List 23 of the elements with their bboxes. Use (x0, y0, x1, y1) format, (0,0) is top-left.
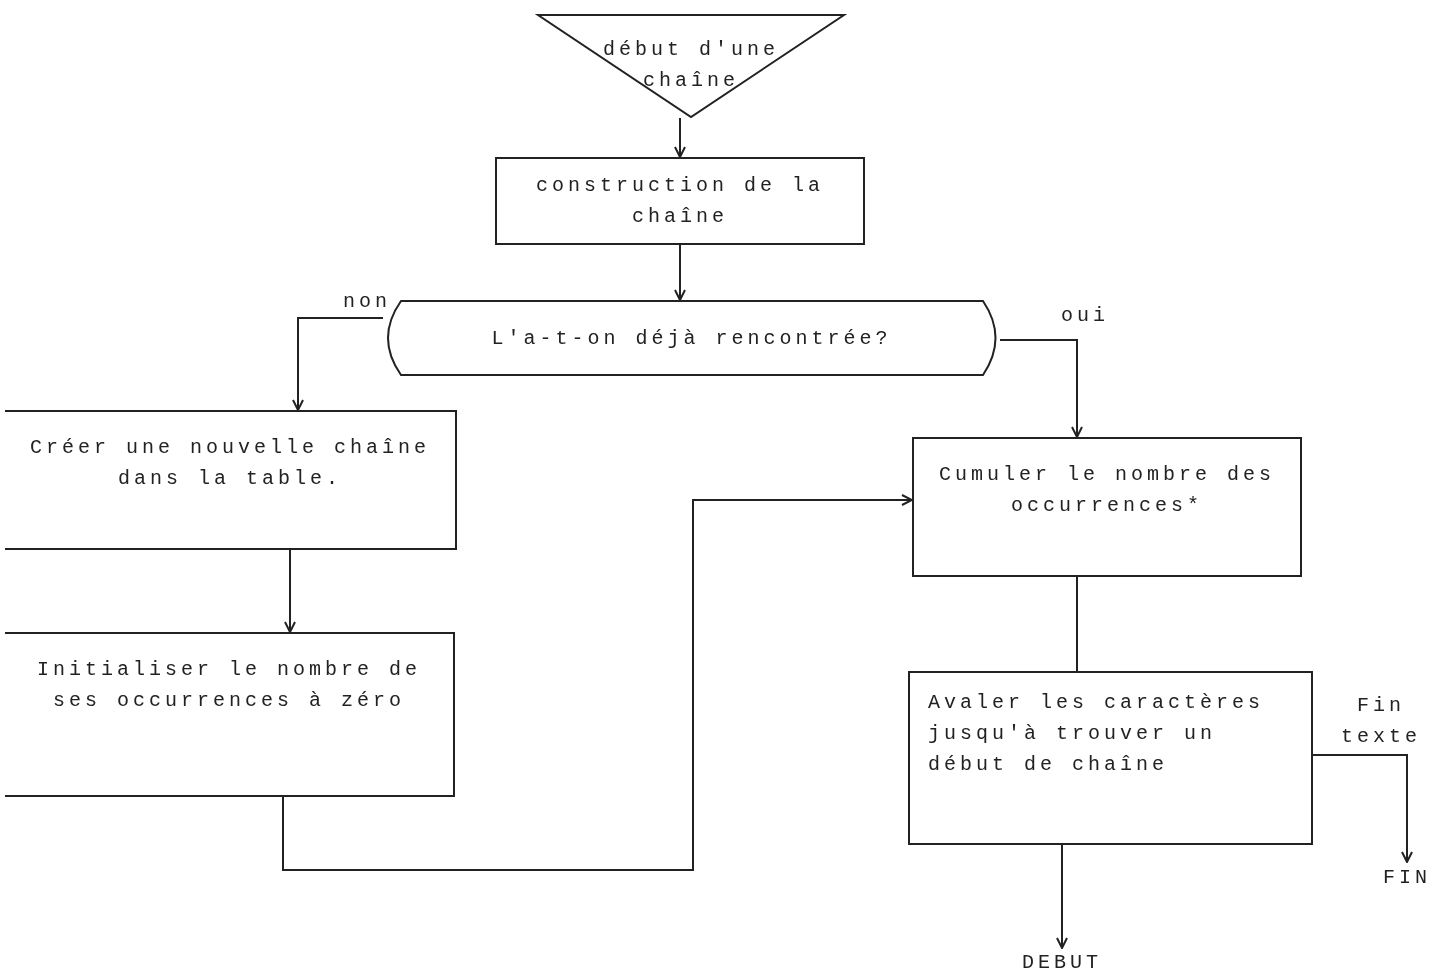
arrow (674, 244, 686, 301)
arrow (999, 339, 1083, 438)
arrow (292, 317, 384, 411)
arrow (284, 549, 296, 633)
arrow (1056, 844, 1068, 949)
node-text: début d'une chaîne (602, 37, 780, 94)
arrow (1312, 754, 1413, 863)
process-box (908, 671, 1313, 845)
arrow (674, 117, 686, 158)
process-box (912, 437, 1302, 577)
start-triangle (537, 14, 845, 118)
node-text: FIN (1383, 864, 1431, 891)
node-text: Cumuler le nombre des occurrences* (937, 462, 1276, 519)
node-text: DEBUT (1022, 949, 1102, 976)
arrow (282, 494, 913, 871)
node-text: construction de la chaîne (534, 173, 825, 230)
process-box (5, 632, 455, 797)
process-box (495, 157, 865, 245)
process-box (5, 410, 457, 550)
node-text: Créer une nouvelle chaîne dans la table. (28, 435, 432, 492)
node-text: Initialiser le nombre de ses occurrences à zéro (35, 657, 422, 714)
node-text: L'a-t-on déjà rencontrée? (491, 325, 892, 352)
node-text: Avaler les caractères jusqu'à trouver un début de chaîne (928, 690, 1266, 778)
